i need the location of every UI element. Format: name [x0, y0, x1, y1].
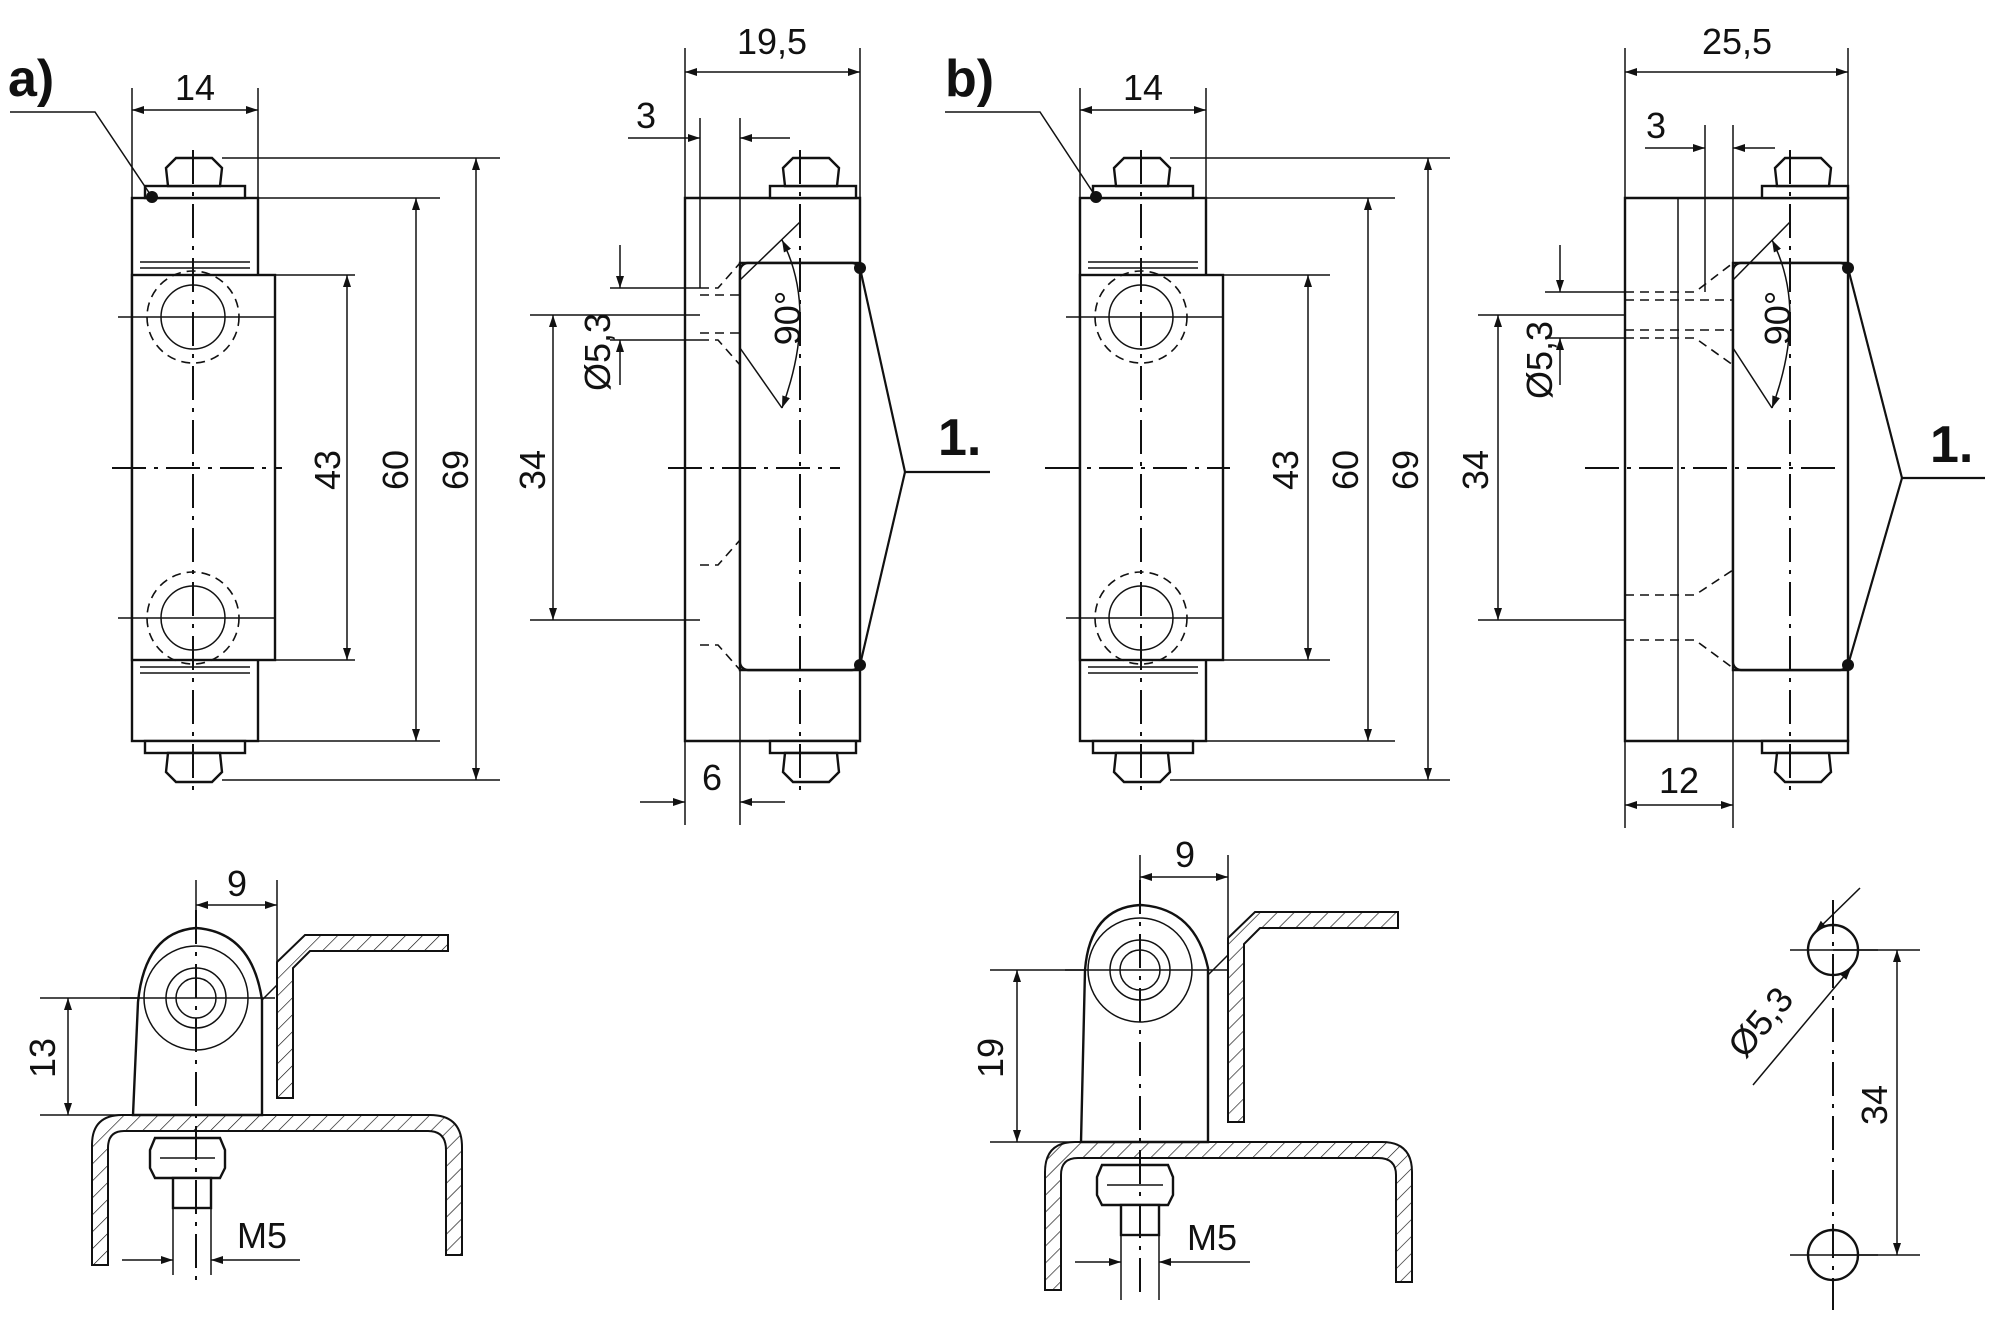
view-a-front — [10, 111, 282, 790]
dim-gap-9-b: 9 — [1175, 834, 1195, 875]
dim-height-19: 19 — [970, 1038, 1011, 1078]
view-a-side — [668, 150, 990, 790]
view-b-front-dims — [1079, 88, 1450, 781]
view-b-side-dims — [1478, 48, 1849, 828]
section-b-dims — [990, 855, 1250, 1300]
dim-angle-90-b: 90° — [1757, 291, 1798, 345]
variant-a-label: a) — [8, 50, 54, 108]
dim-width-19-5: 19,5 — [737, 21, 807, 62]
variant-b-label: b) — [945, 50, 994, 108]
dim-spacing-43-a: 43 — [307, 450, 348, 490]
dim-height-60-b: 60 — [1325, 450, 1366, 490]
callout-label-a: 1. — [938, 409, 981, 467]
view-b-side — [1585, 150, 1985, 790]
dim-width-14-a: 14 — [175, 67, 215, 108]
dim-offset-3-a: 3 — [636, 95, 656, 136]
dim-width-14-b: 14 — [1123, 67, 1163, 108]
dim-height-13: 13 — [22, 1038, 63, 1078]
dim-spacing-43-b: 43 — [1265, 450, 1306, 490]
dim-spacing-34-a: 34 — [512, 450, 553, 490]
dim-height-60-a: 60 — [375, 450, 416, 490]
dim-spacing-34-pattern: 34 — [1854, 1085, 1895, 1125]
dim-hole-dia-a: Ø5,3 — [577, 313, 618, 391]
dim-gap-9-a: 9 — [227, 863, 247, 904]
dim-thread-m5-a: M5 — [237, 1215, 287, 1256]
dim-hole-dia-b: Ø5,3 — [1519, 321, 1560, 399]
dim-offset-6: 6 — [702, 757, 722, 798]
dim-height-69-a: 69 — [435, 450, 476, 490]
dim-thread-m5-b: M5 — [1187, 1217, 1237, 1258]
dim-offset-12: 12 — [1659, 760, 1699, 801]
dim-width-25-5: 25,5 — [1702, 21, 1772, 62]
section-a-dims — [40, 880, 300, 1275]
callout-label-b: 1. — [1930, 416, 1973, 474]
view-a-front-dims — [131, 88, 500, 781]
section-b-mounting — [1044, 880, 1413, 1300]
dim-hole-dia-pattern: Ø5,3 — [1720, 979, 1802, 1065]
section-a-mounting — [91, 910, 463, 1280]
dim-angle-90-a: 90° — [767, 291, 808, 345]
dim-spacing-34-b: 34 — [1455, 450, 1496, 490]
hole-pattern — [1752, 887, 1920, 1310]
dim-height-69-b: 69 — [1385, 450, 1426, 490]
view-a-side-dims — [530, 48, 861, 825]
dim-offset-3-b: 3 — [1646, 105, 1666, 146]
view-b-front — [945, 111, 1230, 790]
